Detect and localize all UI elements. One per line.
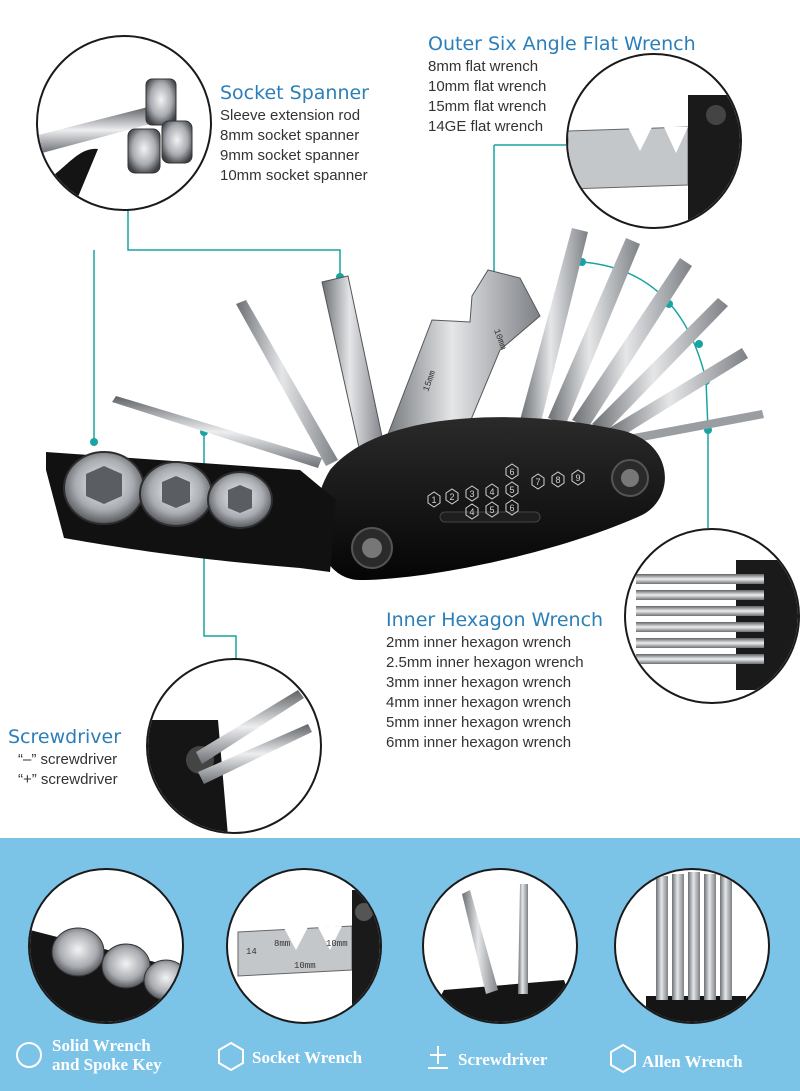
thumb-solid-wrench <box>28 868 184 1024</box>
screwdriver-title: Screwdriver <box>8 726 122 748</box>
spec-item: Sleeve extension rod <box>220 107 361 124</box>
caption-solid-wrench: Solid Wrench and Spoke Key <box>52 1036 162 1074</box>
detail-circle-flat-wrench <box>566 53 742 229</box>
detail-circle-socket-spanner <box>36 35 212 211</box>
svg-text:7: 7 <box>535 477 540 487</box>
screwdriver-plus-icon <box>428 1046 448 1069</box>
spec-item: 3mm inner hexagon wrench <box>386 674 572 691</box>
badge-8: 8 <box>551 471 565 488</box>
screwdriver-bits <box>112 300 338 468</box>
svg-text:8: 8 <box>555 475 560 485</box>
socket-8mm <box>207 471 273 529</box>
badge-9: 9 <box>571 469 585 486</box>
spec-item: 8mm flat wrench <box>428 58 539 75</box>
svg-text:4: 4 <box>469 507 474 517</box>
spec-item: 2mm inner hexagon wrench <box>386 634 572 651</box>
tool-number-badges: 1 2 3 4 5 6 7 8 9 4 5 6 <box>427 463 585 520</box>
socket-10mm <box>63 451 145 525</box>
detail-circle-hex-wrench <box>624 528 800 704</box>
svg-text:5: 5 <box>509 485 514 495</box>
engraving: 10mm <box>326 939 348 949</box>
svg-text:6: 6 <box>509 503 514 513</box>
spec-item: “+” screwdriver <box>18 771 118 788</box>
flat-wrench-title: Outer Six Angle Flat Wrench <box>428 33 696 55</box>
socket-spanner-title: Socket Spanner <box>220 82 369 104</box>
hex-wrench-specs: 2mm inner hexagon wrench 2.5mm inner hex… <box>386 633 584 753</box>
caption-line: and Spoke Key <box>52 1055 162 1074</box>
spec-item: 4mm inner hexagon wrench <box>386 694 572 711</box>
spec-item: 10mm flat wrench <box>428 78 547 95</box>
svg-text:3: 3 <box>469 489 474 499</box>
spec-item: 14GE flat wrench <box>428 118 544 135</box>
spec-item: 10mm socket spanner <box>220 167 368 184</box>
caption-screwdriver: Screwdriver <box>458 1050 547 1069</box>
socket-tray <box>46 451 336 572</box>
svg-text:2: 2 <box>449 492 454 502</box>
caption-line: Socket Wrench <box>252 1048 363 1067</box>
svg-text:4: 4 <box>489 487 494 497</box>
multitool-diagram: 15mm 10mm 8mm 1 2 3 4 5 6 7 8 9 4 5 6 <box>46 144 764 660</box>
thumb-socket-wrench: 8mm 10mm 14 10mm <box>226 868 382 1024</box>
hex-wrench-title: Inner Hexagon Wrench <box>386 609 604 631</box>
svg-text:5: 5 <box>489 505 494 515</box>
badge-5b: 5 <box>485 501 499 518</box>
tool-body <box>315 417 665 580</box>
spec-item: 6mm inner hexagon wrench <box>386 734 572 751</box>
spec-item: “–” screwdriver <box>18 751 118 768</box>
spec-item: 5mm inner hexagon wrench <box>386 714 572 731</box>
badge-5: 5 <box>505 481 519 498</box>
hex-keys <box>520 228 764 446</box>
screwdriver-specs: “–” screwdriver “+” screwdriver <box>18 750 118 790</box>
caption-line: Screwdriver <box>458 1050 548 1069</box>
spec-item: 15mm flat wrench <box>428 98 547 115</box>
badge-2: 2 <box>445 488 459 505</box>
badge-4b: 4 <box>465 503 479 520</box>
hexagon-outline-icon <box>610 1043 636 1073</box>
engraving: 14 <box>246 947 257 957</box>
spec-item: 2.5mm inner hexagon wrench <box>386 654 584 671</box>
engraving: 8mm <box>274 939 290 949</box>
socket-spanner-specs: Sleeve extension rod 8mm socket spanner … <box>220 106 368 186</box>
badge-6b: 6 <box>505 499 519 516</box>
svg-text:6: 6 <box>509 467 514 477</box>
caption-line: Allen Wrench <box>642 1052 743 1071</box>
thumb-screwdriver <box>422 868 578 1024</box>
svg-text:9: 9 <box>575 473 580 483</box>
extension-rod <box>321 275 385 453</box>
caption-allen-wrench: Allen Wrench <box>642 1052 743 1071</box>
svg-text:1: 1 <box>431 495 436 505</box>
badge-4: 4 <box>485 483 499 500</box>
caption-socket-wrench: Socket Wrench <box>252 1048 362 1067</box>
engraving: 10mm <box>294 961 316 971</box>
badge-3: 3 <box>465 485 479 502</box>
spec-item: 8mm socket spanner <box>220 127 360 144</box>
thumb-allen-wrench <box>614 868 770 1024</box>
spec-item: 9mm socket spanner <box>220 147 360 164</box>
badge-6: 6 <box>505 463 519 480</box>
flat-wrench-specs: 8mm flat wrench 10mm flat wrench 15mm fl… <box>428 57 546 137</box>
circle-outline-icon <box>16 1042 42 1068</box>
badge-7: 7 <box>531 473 545 490</box>
detail-circle-screwdriver <box>146 658 322 834</box>
socket-9mm <box>139 461 213 527</box>
badge-1: 1 <box>427 491 441 508</box>
hexagon-outline-icon <box>218 1041 244 1071</box>
caption-line: Solid Wrench <box>52 1036 151 1055</box>
